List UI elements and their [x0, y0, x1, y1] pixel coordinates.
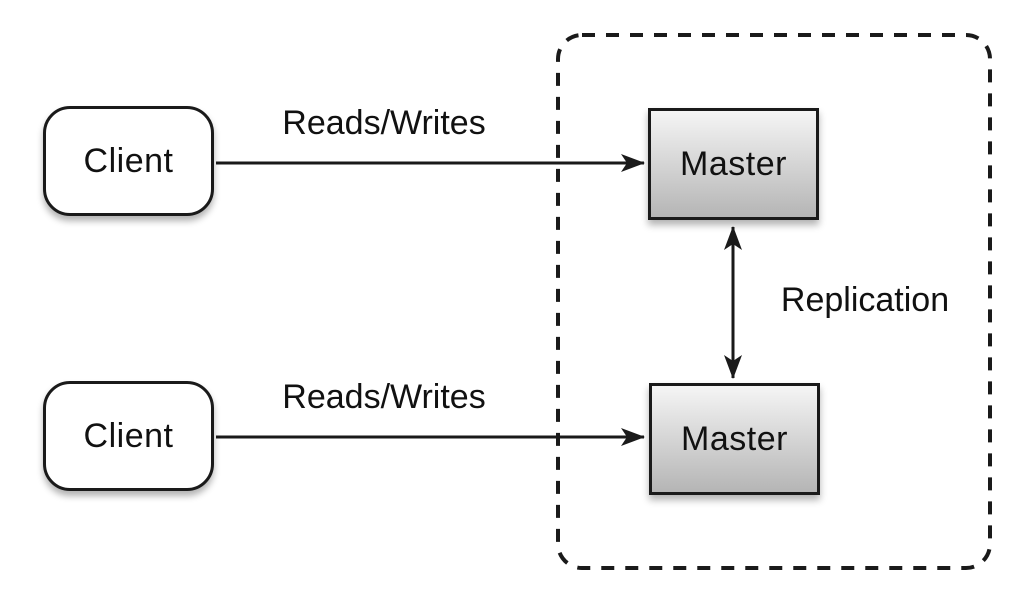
replication-label: Replication — [780, 281, 950, 319]
master-node-bottom: Master — [649, 383, 820, 495]
client-node-top-label: Client — [83, 141, 174, 180]
master-node-top: Master — [648, 108, 819, 220]
replication-group-border — [556, 33, 992, 570]
master-node-top-label: Master — [680, 144, 787, 183]
master-node-bottom-label: Master — [681, 419, 788, 458]
client-node-bottom: Client — [43, 381, 214, 491]
reads-writes-label-bottom: Reads/Writes — [282, 378, 486, 416]
client-node-bottom-label: Client — [83, 416, 174, 455]
reads-writes-label-top: Reads/Writes — [282, 104, 486, 142]
client-node-top: Client — [43, 106, 214, 216]
